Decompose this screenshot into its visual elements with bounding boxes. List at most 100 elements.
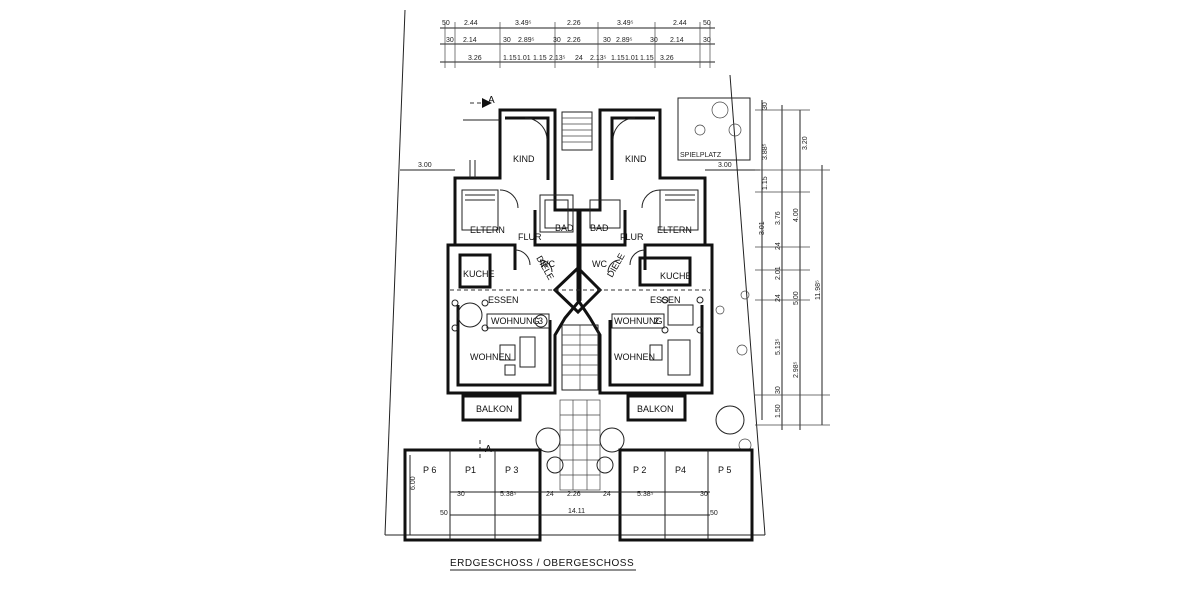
side-dim-left: 3.00 [418,162,432,169]
parking-area: 6.00 30 5.38⁵ 24 2.26 24 5.38⁵ 30 14.11 … [403,448,754,542]
dim-row1-5: 2.44 [673,20,687,27]
room-essen-left: ESSEN [488,295,519,305]
right-dim-7: 5.13⁵ [775,338,782,355]
dim-row3-10: 3.26 [660,55,674,62]
dim-row1-1: 2.44 [464,20,478,27]
right-total-dim: 11.98⁵ [815,280,822,300]
room-kind-left: KIND [513,154,535,164]
right-dim-4: 24 [775,242,782,250]
room-eltern-right: ELTERN [657,225,692,235]
side-dimensions: 3.00 3.00 30 3.88⁵ 1.15 3.76 24 2.01 24 … [400,100,830,430]
unit-3-label: WOHNUNG [491,316,540,326]
right-dim2-0: 3.20 [802,136,809,150]
right-dim2-4: 2.98⁵ [793,361,800,378]
room-wohnen-right: WOHNEN [614,352,655,362]
room-wc-right: WC [592,259,607,269]
side-dim-right: 3.00 [718,162,732,169]
dim-row3-1: 1.15 [503,55,517,62]
park-dim-4: 24 [603,491,611,498]
park-dim-6: 30 [700,491,708,498]
unit-2-label: WOHNUNG [614,316,663,326]
unit-3-number: 3 [538,316,543,326]
room-kueche-left: KUCHE [463,269,495,279]
dim-row3-0: 3.26 [468,55,482,62]
parking-p1: P1 [465,465,476,475]
park-height-dim: 6.00 [410,476,417,490]
parking-p4: P4 [675,465,686,475]
room-bad-right: BAD [590,223,609,233]
unit-2-number: 2 [654,316,659,326]
right-dim-5: 2.01 [775,266,782,280]
park-dim-3: 2.26 [567,491,581,498]
room-kind-right: KIND [625,154,647,164]
park-side-right: 50 [710,510,718,517]
building-left-half [446,108,582,422]
playground-label: SPIELPLATZ [680,152,722,159]
right-dim-6: 24 [775,294,782,302]
dim-row3-5: 24 [575,55,583,62]
park-dim-5: 5.38⁵ [637,491,654,498]
property-boundary [384,9,766,536]
parking-p2: P 2 [633,465,646,475]
dim-row2-9: 2.14 [670,37,684,44]
dim-row1-4: 3.49⁵ [617,20,634,27]
right-dim-2: 1.15 [762,176,769,190]
dim-row2-0: 30 [446,37,454,44]
park-total-dim: 14.11 [568,508,585,515]
dim-row2-3: 2.89⁵ [518,37,535,44]
dim-row2-10: 30 [703,37,711,44]
dim-row3-3: 1.15 [533,55,547,62]
central-stair [450,111,710,391]
park-dim-1: 5.38⁵ [500,491,517,498]
room-flur-left: FLUR [518,232,542,242]
dim-row2-6: 30 [603,37,611,44]
room-eltern-left: ELTERN [470,225,505,235]
dim-row1-2: 3.49⁵ [515,20,532,27]
right-dim2-3: 5.00 [793,291,800,305]
room-diele-right: DIELE [605,251,627,279]
unit-2-box [611,313,665,329]
parking-p3: P 3 [505,465,518,475]
dim-row1-6: 50 [703,20,711,27]
park-dim-2: 24 [546,491,554,498]
room-essen-right: ESSEN [650,295,681,305]
right-dim2-5: 1.50 [775,404,782,418]
dim-row3-8: 1.01 [625,55,639,62]
park-side-left: 50 [440,510,448,517]
dim-row2-1: 2.14 [463,37,477,44]
dim-row3-2: 1.01 [517,55,531,62]
dim-row2-2: 30 [503,37,511,44]
room-kueche-right: KUCHE [660,271,692,281]
dim-row2-8: 30 [650,37,658,44]
building-right-half [576,108,714,422]
courtyard-paving [535,290,752,491]
dim-row2-7: 2.89⁵ [616,37,633,44]
room-flur-right: FLUR [620,232,644,242]
top-dimension-chains: 50 2.44 3.49⁵ 2.26 3.49⁵ 2.44 50 30 2.14… [440,20,715,68]
right-dim-0: 30 [762,102,769,110]
balkon-left: BALKON [476,404,513,414]
room-wc-left: WC [540,259,555,269]
room-wohnen-left: WOHNEN [470,352,511,362]
balkon-right: BALKON [637,404,674,414]
dim-row1-0: 50 [442,20,450,27]
room-bad-left: BAD [555,223,574,233]
right-dim2-1: 4.00 [793,208,800,222]
dim-row3-4: 2.13⁵ [549,55,566,62]
park-dim-0: 30 [457,491,465,498]
right-dim2-2: 3.01 [759,221,766,235]
unit-3-box [486,313,550,329]
right-dim-3: 3.76 [775,211,782,225]
right-dim-1: 3.88⁵ [762,143,769,160]
parking-p6: P 6 [423,465,436,475]
dim-row3-9: 1.15 [640,55,654,62]
dim-row1-3: 2.26 [567,20,581,27]
drawing-title: ERDGESCHOSS / OBERGESCHOSS [450,558,634,569]
section-mark-top: A [488,95,495,106]
unit-3-circle [534,314,548,328]
right-dim-8: 30 [775,386,782,394]
dim-row2-4: 30 [553,37,561,44]
playground: SPIELPLATZ [677,97,751,161]
dim-row2-5: 2.26 [567,37,581,44]
